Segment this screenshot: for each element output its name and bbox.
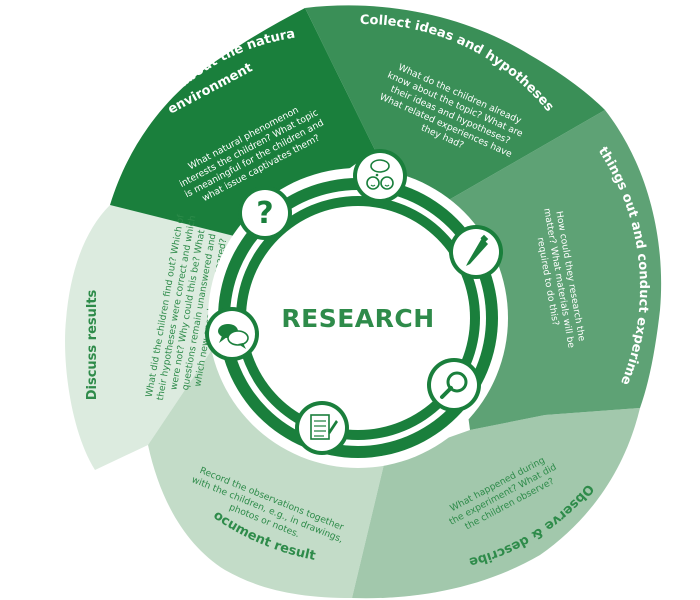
center-title: RESEARCH [281, 304, 434, 333]
notepad-pencil-icon [295, 401, 349, 455]
icon-nodes: ? [205, 149, 503, 455]
pipette-icon [449, 225, 503, 279]
children-thinking-icon [353, 149, 407, 203]
segment-observe-describe [352, 408, 640, 599]
svg-text:?: ? [256, 196, 273, 231]
magnifying-glass-icon [427, 358, 481, 412]
segment-collect-ideas [305, 5, 605, 206]
segment-title-discuss-results: Discuss results [85, 289, 100, 400]
speech-bubbles-icon [205, 307, 259, 361]
segment-discuss-results [65, 205, 250, 470]
segment-document-results [148, 345, 385, 598]
question-mark-icon: ? [238, 186, 292, 240]
center-circle-inner [246, 206, 470, 430]
